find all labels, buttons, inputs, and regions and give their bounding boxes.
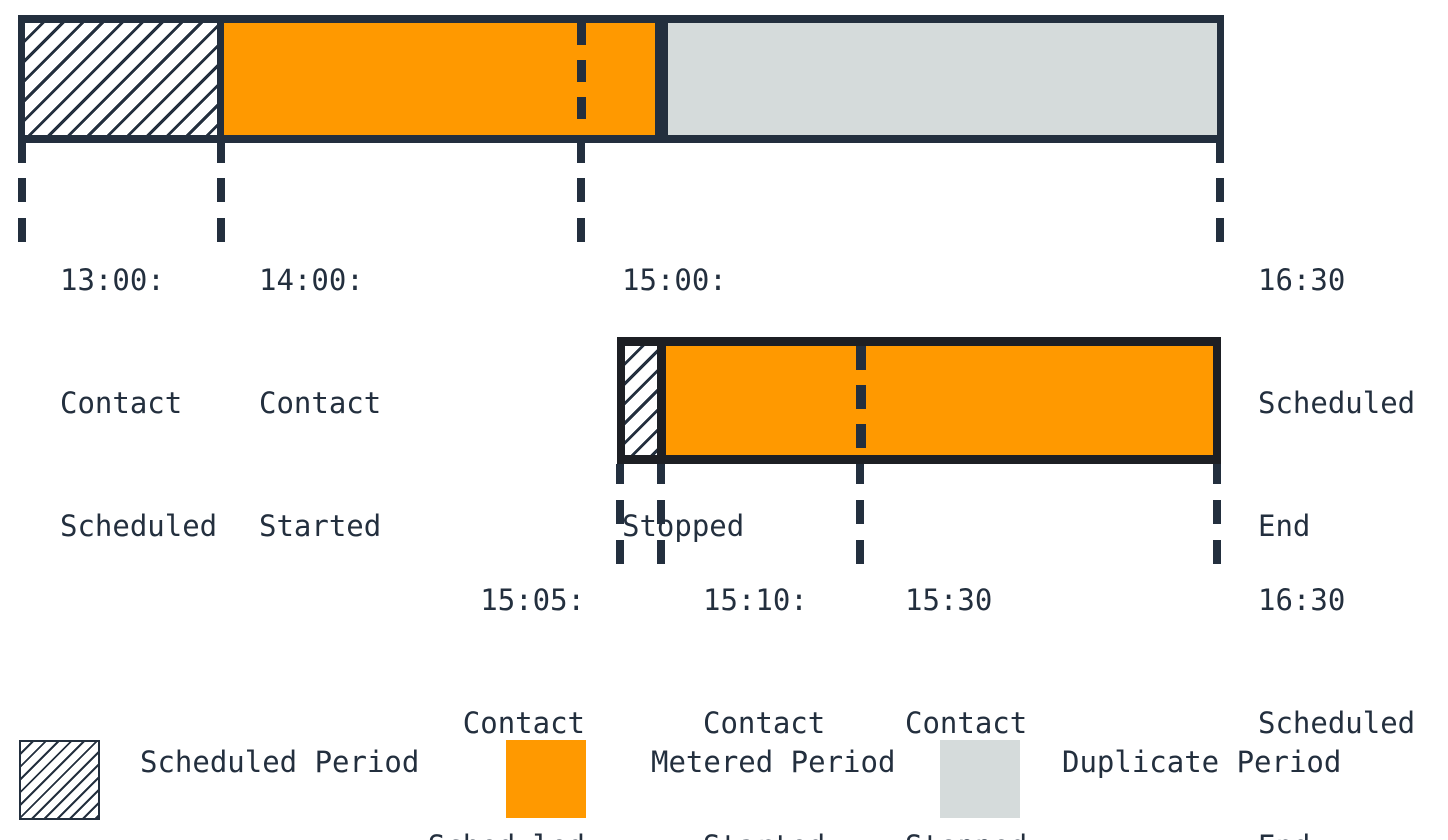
bar1-duplicate-period-segment bbox=[668, 23, 1217, 135]
label-line2: Scheduled bbox=[1258, 386, 1416, 420]
bar1-label-13-00: 13:00: Contact Scheduled bbox=[60, 178, 217, 629]
label-line2: Contact bbox=[703, 706, 826, 740]
bar2-label-15-30: 15:30 Contact Stopped bbox=[905, 498, 1027, 840]
bar2-metered-period-segment bbox=[666, 346, 1213, 455]
label-time: 16:30 bbox=[1258, 263, 1346, 297]
bar1-label-14-00: 14:00: Contact Started bbox=[259, 178, 381, 629]
legend-scheduled-label: Scheduled Period bbox=[140, 745, 420, 779]
bar1-border-bottom bbox=[18, 135, 1224, 143]
bar1-tick-dashes-15-00 bbox=[577, 178, 585, 242]
bar2-border-right bbox=[1213, 337, 1221, 464]
bar1-tick-13-00 bbox=[18, 143, 26, 163]
legend-duplicate-swatch bbox=[940, 740, 1020, 818]
label-line2: Contact bbox=[259, 386, 382, 420]
label-line2: Contact bbox=[462, 706, 585, 740]
bar1-border-top bbox=[18, 15, 1224, 23]
label-line3: Stopped bbox=[905, 826, 1027, 840]
label-line3: Scheduled bbox=[428, 826, 585, 840]
bar2-tick-dashes-15-30 bbox=[856, 500, 864, 564]
bar2-border-left bbox=[617, 337, 625, 464]
legend-metered-swatch bbox=[506, 740, 586, 818]
bar1-tick-dashes-14-00 bbox=[217, 178, 225, 242]
label-line3: End bbox=[1258, 826, 1415, 840]
bar2-tick-dashes-16-30 bbox=[1213, 500, 1221, 564]
bar1-scheduled-period-segment bbox=[25, 23, 217, 135]
bar2-contact-started-divider bbox=[657, 346, 666, 455]
bar2-tick-15-30 bbox=[856, 464, 864, 484]
bar1-border-left bbox=[18, 15, 25, 143]
label-time: 15:30 bbox=[905, 583, 993, 617]
label-line3: Started bbox=[703, 826, 825, 840]
bar1-tick-14-00 bbox=[217, 143, 225, 163]
legend-duplicate-label: Duplicate Period bbox=[1062, 745, 1342, 779]
label-line2: Scheduled bbox=[1258, 706, 1416, 740]
bar1-contact-stopped-dashed-line bbox=[577, 23, 586, 133]
bar1-tick-dashes-13-00 bbox=[18, 178, 26, 242]
label-line3: Started bbox=[259, 509, 382, 543]
bar2-tick-15-10 bbox=[657, 464, 665, 484]
bar2-scheduled-period-segment bbox=[625, 346, 657, 455]
label-line2: Contact bbox=[60, 386, 183, 420]
bar1-duplicate-start-divider bbox=[655, 23, 668, 135]
bar1-tick-15-00 bbox=[577, 143, 585, 163]
bar1-tick-dashes-16-30 bbox=[1216, 178, 1224, 242]
label-time: 13:00: bbox=[60, 263, 165, 297]
label-line3: Stopped bbox=[622, 509, 745, 543]
label-time: 15:00: bbox=[622, 263, 727, 297]
legend-scheduled-swatch bbox=[19, 740, 100, 820]
bar2-tick-dashes-15-05 bbox=[616, 500, 624, 564]
bar2-label-15-10: 15:10: Contact Started bbox=[703, 498, 825, 840]
legend-metered-label: Metered Period bbox=[651, 745, 896, 779]
label-line3: End bbox=[1258, 509, 1311, 543]
label-time: 16:30 bbox=[1258, 583, 1346, 617]
label-line3: Scheduled bbox=[60, 509, 218, 543]
bar2-tick-16-30 bbox=[1213, 464, 1221, 484]
label-time: 15:05: bbox=[480, 583, 585, 617]
bar1-label-16-30: 16:30 Scheduled End bbox=[1258, 178, 1415, 629]
bar2-border-bottom bbox=[617, 455, 1221, 464]
label-time: 15:10: bbox=[703, 583, 808, 617]
bar1-border-right bbox=[1217, 15, 1224, 143]
bar2-label-15-05: 15:05: Contact Scheduled bbox=[428, 498, 585, 840]
label-time: 14:00: bbox=[259, 263, 364, 297]
bar1-contact-started-divider bbox=[217, 23, 224, 135]
bar2-tick-15-05 bbox=[616, 464, 624, 484]
bar2-contact-stopped-dashed-line bbox=[856, 346, 866, 455]
bar2-border-top bbox=[617, 337, 1221, 346]
bar1-metered-period-segment bbox=[224, 23, 655, 135]
bar2-tick-dashes-15-10 bbox=[657, 500, 665, 564]
label-line2: Contact bbox=[905, 706, 1028, 740]
bar2-label-16-30: 16:30 Scheduled End bbox=[1258, 498, 1415, 840]
bar1-tick-16-30 bbox=[1216, 143, 1224, 163]
